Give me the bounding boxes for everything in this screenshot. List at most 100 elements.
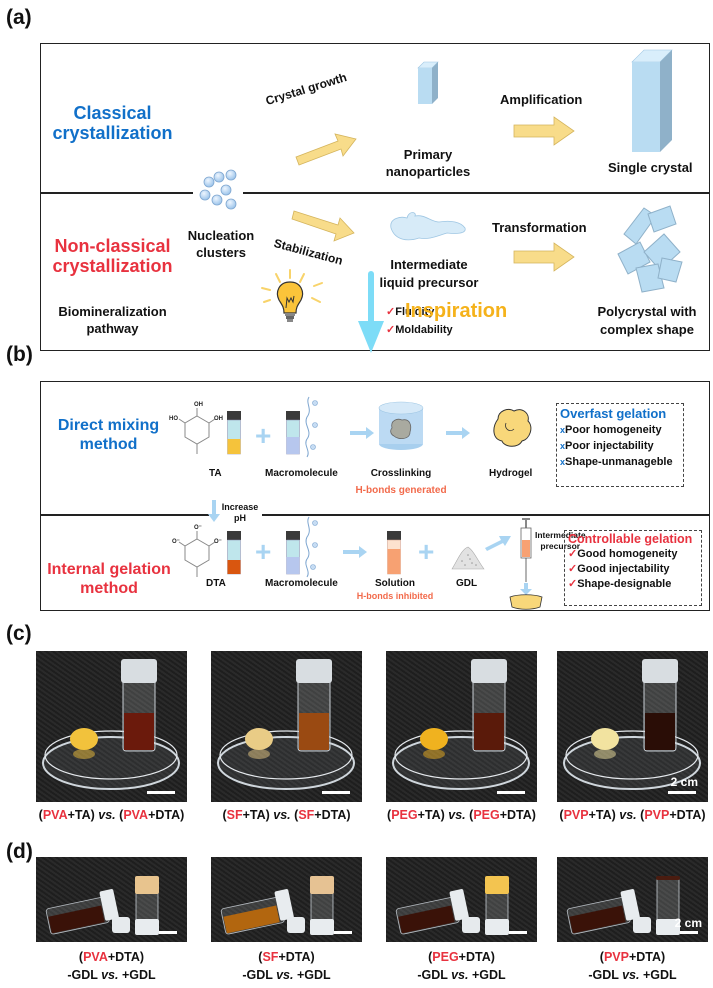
outcome-item: xPoor homogeneity xyxy=(560,422,680,438)
classical-title: Classical crystallization xyxy=(40,103,185,143)
photo-d-caption: (PEG+DTA)-GDL vs. +GDL xyxy=(386,948,537,984)
internal-gelation-line2: method xyxy=(80,580,138,597)
hydrogel-lump xyxy=(420,728,448,750)
increase-ph-line2: pH xyxy=(234,513,246,523)
gel-in-vial xyxy=(310,876,334,894)
polycrystal-line2: complex shape xyxy=(600,322,694,337)
ta-vial-icon xyxy=(227,411,241,455)
check-icon: ✓ xyxy=(386,324,396,336)
caption-line1: (SF+DTA) xyxy=(211,948,362,966)
polymer-name: PEG xyxy=(473,808,500,822)
flow-arrow-diagonal-icon xyxy=(485,536,511,551)
outcome-item-text: Shape-unmanageble xyxy=(565,456,673,468)
gel-in-vial xyxy=(656,876,680,880)
nucleation-line1: Nucleation xyxy=(187,228,255,243)
photo-c-caption: (PVA+TA) vs. (PVA+DTA) xyxy=(24,806,199,824)
polymer-name: SF xyxy=(262,950,279,964)
lightbulb-icon xyxy=(261,269,323,322)
vial-cap xyxy=(296,659,332,683)
panel-b-divider-right xyxy=(262,514,709,516)
vial-cap xyxy=(135,919,159,935)
hydrogel-lump xyxy=(591,728,619,750)
outcome-item-text: Good homogeneity xyxy=(577,548,678,560)
loose-cap xyxy=(287,917,305,933)
photo-d-caption: (PVP+DTA)-GDL vs. +GDL xyxy=(557,948,708,984)
photo-c-caption: (SF+TA) vs. (SF+DTA) xyxy=(199,806,374,824)
liquid-precursor-line1: Intermediate xyxy=(390,257,468,272)
panel-a-divider-left xyxy=(41,192,193,194)
panel-c-label: (c) xyxy=(6,622,32,645)
dta-vial-icon xyxy=(227,531,241,575)
crosslinking-label: Crosslinking xyxy=(370,468,432,479)
x-icon: x xyxy=(560,425,566,435)
outcome-item: xShape-unmanageble xyxy=(560,454,680,470)
vial-liquid xyxy=(474,713,504,750)
loose-cap xyxy=(462,917,480,933)
ta-label: TA xyxy=(209,468,222,479)
loose-cap xyxy=(633,917,651,933)
panel-d-label: (d) xyxy=(6,840,33,863)
paren: ( xyxy=(387,808,392,822)
h-bonds-inhibited-text: H-bonds inhibited xyxy=(356,591,434,601)
gel-in-vial xyxy=(485,876,509,894)
caption-part: +TA) xyxy=(67,808,99,822)
hydrogel-lump xyxy=(245,728,273,750)
ta-oh-right: OH xyxy=(214,416,223,422)
petri-dish-scene xyxy=(392,659,530,790)
tilted-vial xyxy=(220,889,294,935)
property-moldability: ✓Moldability xyxy=(386,321,453,339)
primary-nanoparticle-crystal-icon xyxy=(417,61,439,104)
controllable-gelation-title: Controllable gelation xyxy=(568,532,693,546)
caption-part: +TA) xyxy=(417,808,449,822)
outcome-item-text: Shape-designable xyxy=(577,578,672,590)
caption-part: +DTA) xyxy=(148,808,185,822)
ta-ho-left: HO xyxy=(169,416,178,422)
inspiration-arrow-icon xyxy=(358,271,384,353)
single-crystal-icon xyxy=(631,49,673,152)
outcome-item: ✓Shape-designable xyxy=(568,577,698,592)
crosslinking-icon xyxy=(378,401,424,450)
macromolecule-vial-icon xyxy=(286,516,318,578)
polymer-name: PVA xyxy=(123,808,149,822)
scale-bar-label: 2 cm xyxy=(670,775,698,789)
vial-cap xyxy=(121,659,157,683)
vials-scene xyxy=(395,876,509,935)
precursor-line2: precursor xyxy=(540,541,581,551)
caption-part: ( xyxy=(290,808,299,822)
petri-dish-scene xyxy=(563,659,701,790)
gdl-powder-icon xyxy=(451,546,485,570)
outcome-item: ✓Good injectability xyxy=(568,562,698,577)
caption-part: -GDL xyxy=(242,968,277,982)
photo-background xyxy=(36,651,187,802)
solution-vial-icon xyxy=(387,531,401,575)
scale-bar xyxy=(497,791,525,794)
paren: ( xyxy=(222,808,227,822)
primary-nanoparticles-label: Primary nanoparticles xyxy=(374,146,482,180)
stabilization-arrow-icon xyxy=(291,210,355,242)
solution-caption: Solution xyxy=(375,578,415,589)
outcome-item: xPoor injectability xyxy=(560,438,680,454)
nucleation-label: Nucleation clusters xyxy=(183,227,259,261)
photo-d-sf xyxy=(211,857,362,942)
dta-o-left: O⁻ xyxy=(172,539,180,545)
vs-text: vs. xyxy=(276,968,294,982)
crystal-growth-arrow-icon xyxy=(295,133,357,166)
flow-arrow-icon xyxy=(343,546,367,558)
nonclassical-title: Non-classical crystallization xyxy=(40,236,185,276)
x-icon: x xyxy=(560,457,566,467)
ta-molecule-icon: OH HO OH xyxy=(169,402,223,454)
nonclassical-title-line2: crystallization xyxy=(52,256,173,276)
panel-b-label: (b) xyxy=(6,343,33,366)
flow-arrow-icon xyxy=(446,427,470,439)
polycrystal-label: Polycrystal with complex shape xyxy=(586,303,708,339)
photo-c-caption: (PVP+TA) vs. (PVP+DTA) xyxy=(545,806,713,824)
dta-label-visible: DTA xyxy=(206,578,226,589)
caption-line2: -GDL vs. +GDL xyxy=(386,966,537,984)
paren: ( xyxy=(559,808,564,822)
photo-d-peg xyxy=(386,857,537,942)
vs-text: vs. xyxy=(451,968,469,982)
vial-liquid xyxy=(124,713,154,750)
vs-text: vs. xyxy=(101,968,119,982)
photo-c-pva xyxy=(36,651,187,802)
